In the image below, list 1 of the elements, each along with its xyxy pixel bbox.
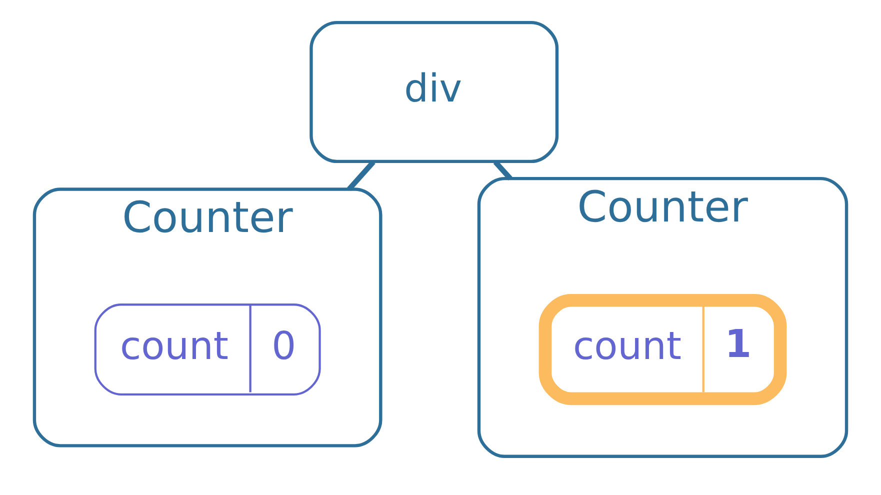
node-box: div	[310, 20, 559, 163]
